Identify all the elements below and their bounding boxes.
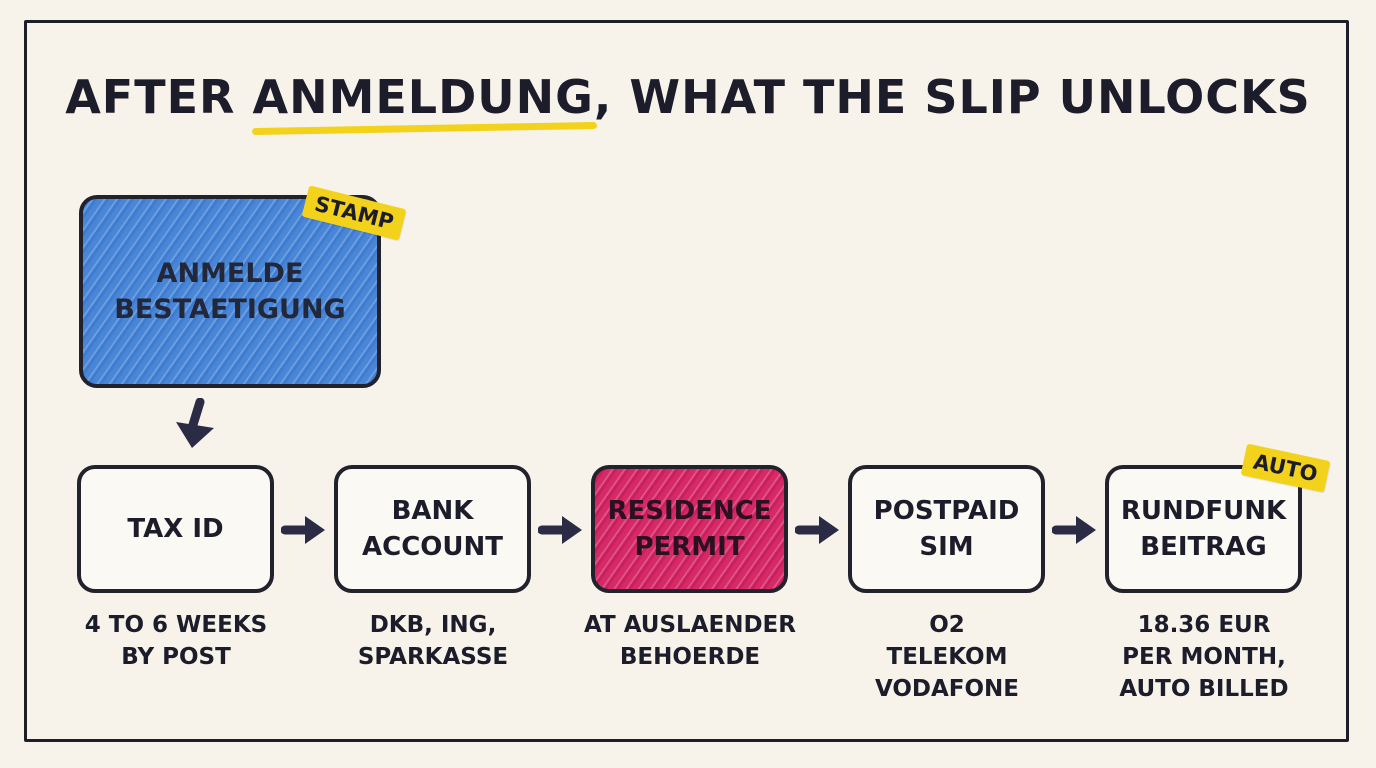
title-prefix: AFTER	[65, 70, 253, 124]
step-node-postpaid-sim: POSTPAID SIM	[848, 465, 1045, 593]
caption-postpaid-sim: O2 TELEKOM VODAFONE	[874, 612, 1020, 702]
step-node-bank-account: BANK ACCOUNT	[334, 465, 531, 593]
step-node-tax-id: TAX ID	[77, 465, 274, 593]
arrow-down-icon	[176, 398, 214, 448]
arrow-right-icon	[795, 516, 839, 544]
step-label: RUNDFUNK BEITRAG	[1120, 496, 1287, 562]
step-label: BANK ACCOUNT	[362, 496, 503, 562]
source-node-label: ANMELDE BESTAETIGUNG	[114, 257, 346, 325]
arrow-right-icon	[281, 516, 325, 544]
title-suffix: , WHAT THE SLIP UNLOCKS	[593, 70, 1311, 124]
diagram-frame	[24, 20, 1349, 742]
caption-residence-permit: AT AUSLAENDER BEHOERDE	[584, 612, 796, 670]
step-node-residence-permit: RESIDENCE PERMIT	[591, 465, 788, 593]
caption-tax-id: 4 TO 6 WEEKS BY POST	[84, 612, 268, 670]
step-label: POSTPAID SIM	[873, 496, 1020, 562]
arrow-right-icon	[1052, 516, 1096, 544]
step-label: TAX ID	[127, 514, 224, 544]
arrow-right-icon	[538, 516, 582, 544]
source-node-anmelde: ANMELDE BESTAETIGUNG	[79, 195, 381, 388]
caption-rundfunk-beitrag: 18.36 EUR PER MONTH, AUTO BILLED	[1119, 612, 1289, 702]
title-highlight: ANMELDUNG	[252, 70, 594, 124]
diagram-title: AFTER ANMELDUNG, WHAT THE SLIP UNLOCKS	[0, 70, 1376, 124]
step-label: RESIDENCE PERMIT	[607, 496, 772, 562]
step-node-rundfunk-beitrag: RUNDFUNK BEITRAG	[1105, 465, 1302, 593]
caption-bank-account: DKB, ING, SPARKASSE	[357, 612, 509, 670]
